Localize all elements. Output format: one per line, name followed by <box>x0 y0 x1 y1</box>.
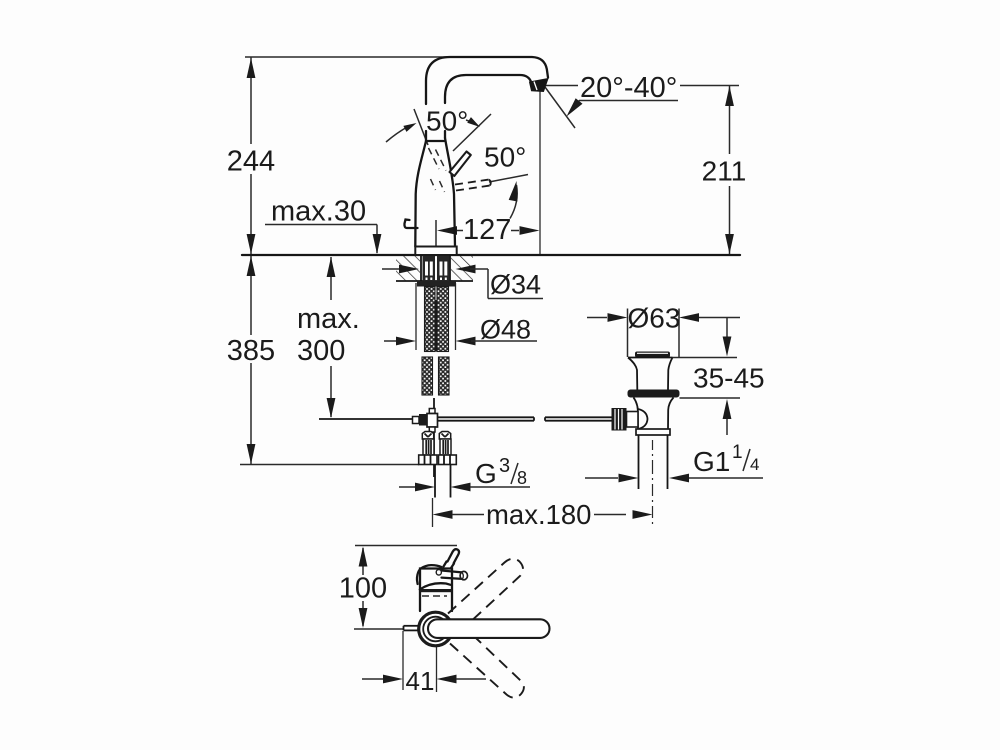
svg-text:41: 41 <box>406 666 435 696</box>
svg-text:385: 385 <box>227 335 275 367</box>
svg-text:20°-40°: 20°-40° <box>580 72 677 104</box>
svg-text:300: 300 <box>297 335 345 367</box>
svg-text:max.30: max.30 <box>271 196 366 228</box>
svg-text:50°: 50° <box>484 142 526 173</box>
svg-text:3: 3 <box>499 455 510 477</box>
svg-text:G: G <box>475 458 497 489</box>
svg-text:Ø34: Ø34 <box>490 270 541 300</box>
svg-text:127: 127 <box>463 214 511 246</box>
svg-text:G1: G1 <box>693 446 730 477</box>
svg-text:Ø63: Ø63 <box>628 303 681 334</box>
svg-text:244: 244 <box>227 146 275 178</box>
svg-text:Ø48: Ø48 <box>480 315 531 345</box>
svg-text:35-45: 35-45 <box>693 363 765 394</box>
svg-text:8: 8 <box>517 468 527 488</box>
svg-text:4: 4 <box>750 455 759 474</box>
svg-text:max.180: max.180 <box>486 499 591 530</box>
svg-text:max.: max. <box>297 303 360 335</box>
svg-text:50°: 50° <box>426 106 468 137</box>
svg-text:100: 100 <box>339 573 387 605</box>
svg-text:1: 1 <box>732 442 743 463</box>
svg-text:211: 211 <box>702 156 747 187</box>
